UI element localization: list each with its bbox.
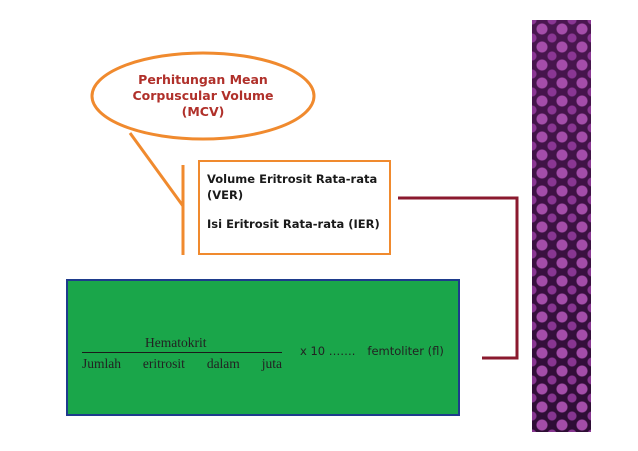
formula-numerator: Hematokrit: [145, 335, 207, 350]
multiplier-text: x 10 …….: [300, 344, 356, 358]
unit-text: femtoliter (fl): [367, 344, 444, 358]
callout-oval: [90, 51, 316, 141]
denominator-word-4: juta: [261, 356, 282, 371]
definition-box: Volume Eritrosit Rata-rata (VER) Isi Eri…: [198, 160, 391, 255]
fraction-bar: [82, 352, 282, 353]
formula-denominator: Jumlah eritrosit dalam juta: [82, 356, 282, 372]
denominator-word-3: dalam: [206, 356, 240, 371]
spacer: [207, 203, 383, 216]
decorative-stripe: [532, 20, 591, 432]
formula-box: [66, 279, 460, 416]
definition-line-2: (VER): [207, 188, 244, 202]
callout-line-2: Corpuscular Volume: [132, 88, 274, 103]
callout-line-3: (MCV): [181, 104, 225, 119]
denominator-word-1: Jumlah: [82, 356, 121, 371]
connector-line: [398, 196, 519, 360]
denominator-word-2: eritrosit: [142, 356, 185, 371]
formula-multiplier: x 10 ……. femtoliter (fl): [300, 344, 444, 358]
callout-line-1: Perhitungan Mean: [138, 72, 268, 87]
callout-pointer-line: [128, 132, 185, 207]
definition-line-1: Volume Eritrosit Rata-rata: [207, 172, 378, 186]
callout-text: Perhitungan Mean Corpuscular Volume (MCV…: [108, 72, 298, 120]
definition-line-3: Isi Eritrosit Rata-rata (IER): [207, 217, 380, 231]
